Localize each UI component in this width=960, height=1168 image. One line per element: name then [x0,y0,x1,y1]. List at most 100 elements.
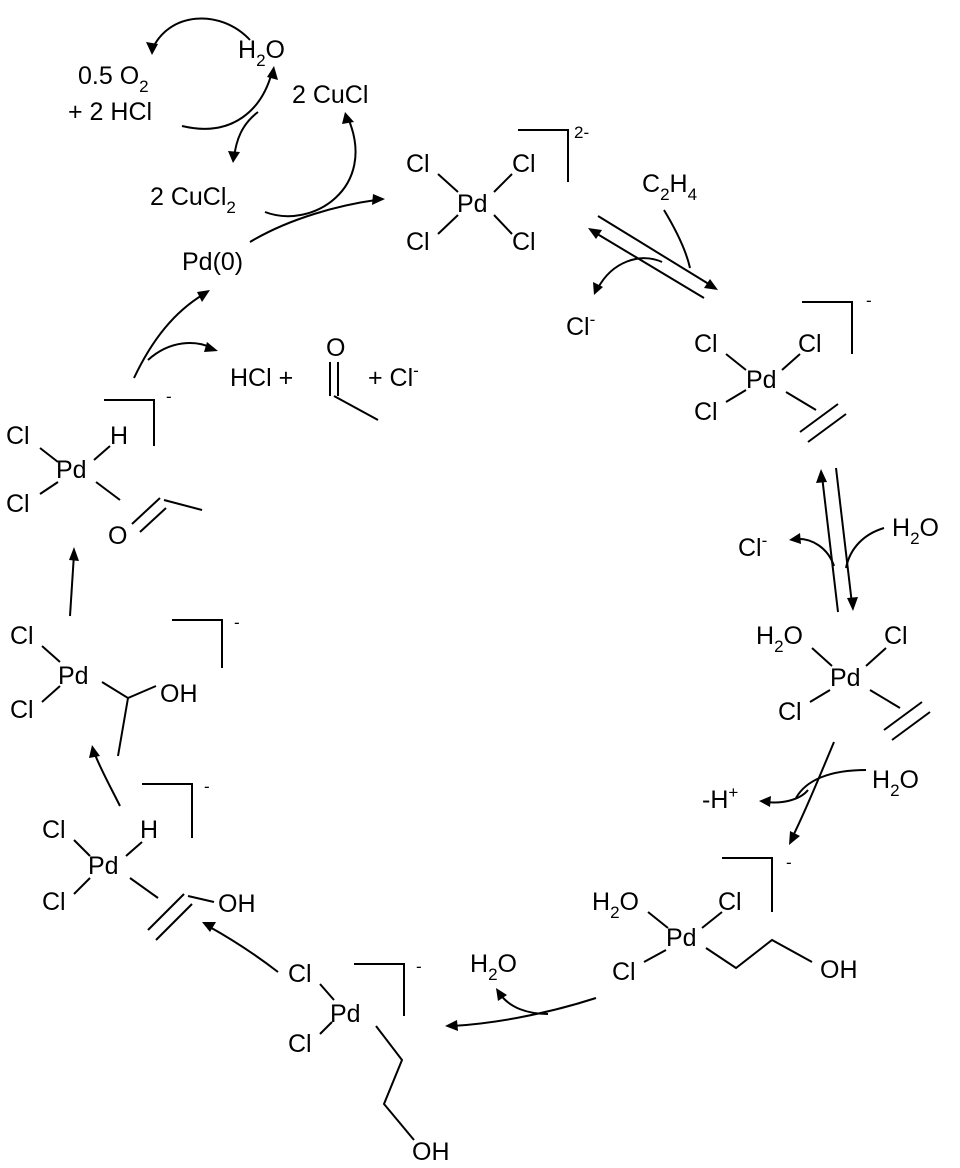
charge-label: - [234,613,240,632]
copper-i-chloride-label: 2 CuCl [292,81,368,109]
pd-alkene-bond [129,877,159,899]
carbonyl-oxygen: O [108,522,127,550]
chloride-ligand: Cl [778,698,802,726]
complex-bracket [142,783,193,838]
pd-cl-bond [39,447,59,463]
curved-arrow-proton-out [765,789,809,804]
reaction-arrow [69,553,75,617]
palladium-center: Pd [58,662,89,690]
arrowhead [202,922,216,932]
pd-o-bond [95,481,121,501]
arrowhead [342,112,354,124]
curved-arrow-chloride-out [795,537,835,567]
hydroxyethyl-complex: Cl Pd Cl OH - [288,957,450,1166]
palladium-zero-label: Pd(0) [182,248,243,276]
curved-arrow-products-out [147,342,213,361]
hydroxyl-group: OH [160,680,198,708]
pd-cl-bond [41,645,61,663]
hydroxyethyl-chain [375,1025,415,1141]
curved-arrow-to-oxygen [151,17,251,51]
palladium-center: Pd [56,456,87,484]
reoxidation-cycle: 0.5 O2 + 2 HCl H2O 2 CuCl 2 CuCl2 Pd(0) [68,17,385,276]
curved-arrow-to-copper-ii [233,111,259,159]
c-oh-chain [101,681,157,700]
chloride-ligand: Cl [694,398,718,426]
pd-cl-bond [437,214,459,235]
chloride-leaving-label: Cl- [738,531,767,562]
pi-ethylene-complex: Cl Cl Pd Cl - [694,291,872,443]
pd-cl-bond [725,353,747,371]
pd-cl-bond [319,983,335,1001]
hydroxyl-group: OH [820,956,858,984]
pd-ethylene-bond [869,689,901,709]
carbonyl-double-bond [139,507,167,533]
chloride-ligand: Cl [6,422,30,450]
chloride-ligand: Cl [10,622,34,650]
arrowhead [704,279,718,290]
c-o-bond [187,895,215,903]
reaction-arrow [207,925,279,973]
arrowhead [816,469,827,483]
pd-cl-bond [643,949,667,963]
arrowhead [204,342,218,352]
hydride-ligand: H [110,422,128,450]
ethylene-double-bond [807,413,847,443]
water-label: H2O [872,766,919,800]
aqua-ethylene-complex: H2O Cl Pd Cl [756,622,931,741]
water-exchange-step: H2O Cl- [738,467,939,613]
hydroxyl-group: OH [218,890,256,918]
pd-h-bond [93,445,111,461]
pd-cl-bond [319,1021,333,1035]
chloride-ligand: Cl [406,228,430,256]
alkene-double-bond [147,893,185,931]
charge-label: 2- [574,123,589,142]
ethylene-double-bond [891,711,931,741]
reverse-equilibrium-arrow [821,475,839,613]
reaction-arrow [93,751,121,807]
reverse-equilibrium-arrow [593,231,705,299]
arrowhead [372,194,385,205]
curved-arrow-to-water [181,71,273,130]
reaction-arrow [133,293,205,379]
chloride-ligand: Cl [10,696,34,724]
chloride-ligand: Cl [718,888,742,916]
chloride-ligand: Cl [798,330,822,358]
proton-label: -H+ [702,783,738,814]
chloride-ligand: Cl [42,888,66,916]
pd-cl-bond [493,214,513,235]
hydroxyethyl-aqua-complex: H2O Cl Pd Cl OH - [592,853,858,986]
charge-label: - [166,387,172,406]
chloride-ligand: Cl [512,150,536,178]
alkene-double-bond [155,903,193,941]
water-label: H2O [470,950,517,984]
complex-bracket [518,129,569,182]
pd-cl-bond [39,481,59,495]
water-label: H2O [238,36,285,70]
arrowhead [228,151,240,163]
water-loss-step: H2O [445,950,597,1031]
palladium-center: Pd [457,190,488,218]
reaction-arrow [451,997,597,1027]
branched-hydroxyethyl-complex: Cl Pd Cl OH - [10,613,240,757]
methyl-bond [117,697,129,757]
reaction-arrow [791,741,835,839]
arrowhead [267,66,278,80]
pd-cl-bond [725,389,747,403]
chloride-ligand: Cl [884,622,908,650]
curved-arrow-chloride-out [597,257,663,289]
pd-o-bond [647,911,669,929]
chloride-ligand: Cl [288,960,312,988]
complex-bracket [172,619,223,668]
arrowhead [588,228,602,239]
pd-cl-bond [493,173,513,193]
product-release-step: HCl + O + Cl- [133,290,419,421]
arrowhead [89,745,100,758]
pd-ethylene-bond [785,391,817,411]
curved-arrow-water-in [845,527,885,569]
carbonyl-double-bond [131,497,161,525]
arrowhead [146,42,158,55]
chloride-product-label: + Cl- [368,361,419,392]
palladium-center: Pd [830,664,861,692]
